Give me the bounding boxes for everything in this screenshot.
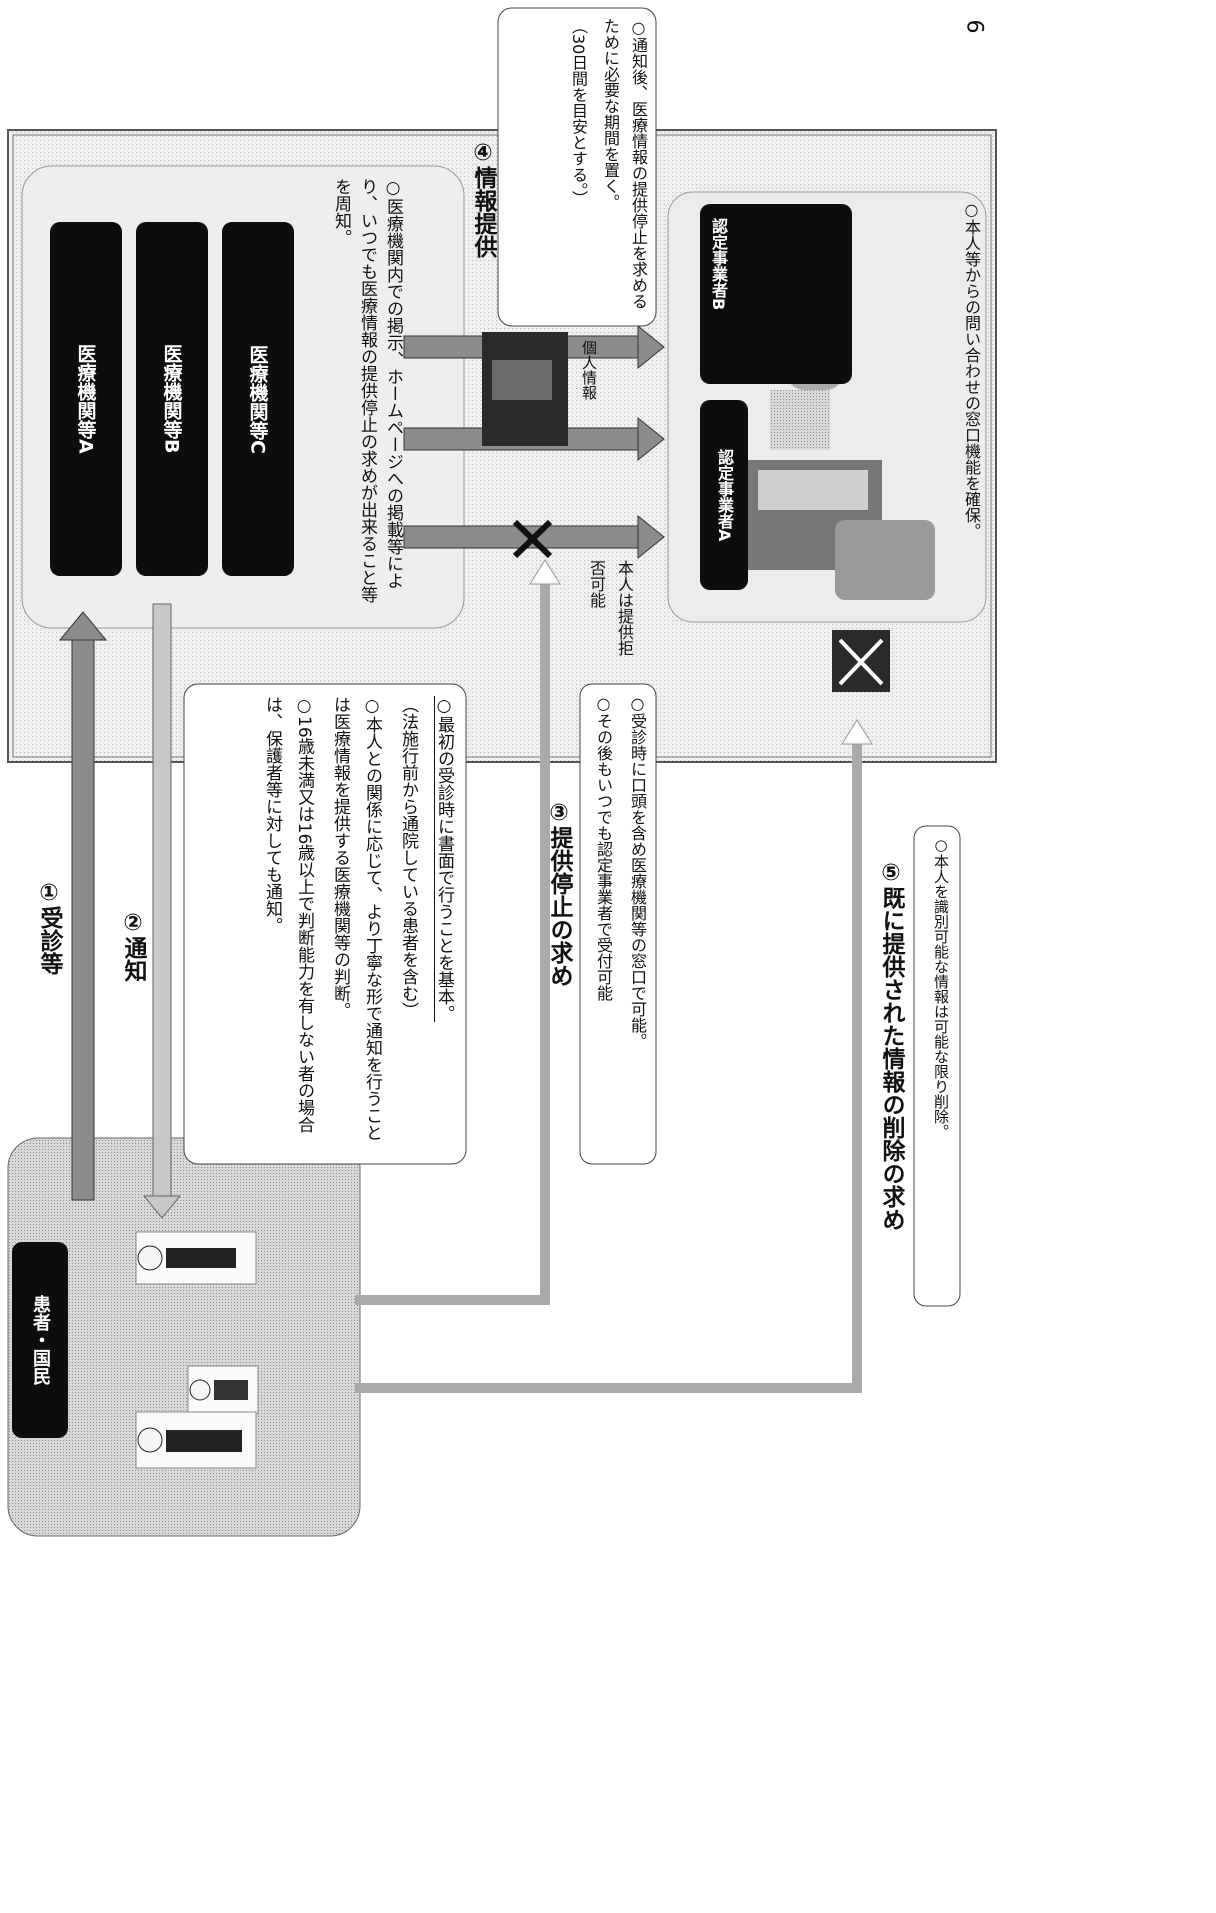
step5-note-box (913, 825, 961, 1307)
step4-items: ○通知後、医療情報の提供停止を求めるために必要な期間を置く。 （30日間を目安と… (506, 18, 652, 324)
arrow-visit-head (58, 611, 108, 641)
step5-item: ○本人を識別可能な情報は可能な限り削除。 (932, 836, 950, 1139)
page-number: 6 (961, 19, 987, 34)
step4-item: ○通知後、医療情報の提供停止を求めるために必要な期間を置く。 (601, 18, 648, 309)
operator-b: 認定事業者B (700, 204, 852, 384)
institution-c: 医療機関等C (222, 222, 294, 576)
operator-note: ○本人等からの問い合わせの窓口機能を確保。 (962, 200, 981, 539)
refuse-label: 本人は提供拒否可能 (587, 560, 634, 656)
step4-note-box (497, 7, 657, 327)
step2-title: ②通知 (120, 910, 146, 982)
step2-note-box (183, 683, 467, 1165)
step2-items: ○最初の受診時に書面で行うことを基本。 （法施行前から通院している患者を含む） … (192, 696, 460, 1156)
arrow-notify-head (142, 1195, 182, 1219)
step5-items: ○本人を識別可能な情報は可能な限り削除。 (922, 836, 956, 1296)
arrow-delete-request (355, 742, 862, 1393)
arrow-stop-request (355, 582, 550, 1305)
step3-note-box (579, 683, 657, 1165)
patient-label: 患者・国民 (12, 1242, 68, 1438)
step1-title: ①受診等 (36, 880, 62, 975)
step5-title: ⑤既に提供された情報の削除の求め (878, 860, 904, 1231)
diagram-canvas: 6 医療機関等A 医療機関等B 医療機関等C ○医療機関内での掲示、ホームページ… (7, 7, 997, 1537)
institution-a: 医療機関等A (50, 222, 122, 576)
people-illustration (135, 1231, 259, 1469)
step2-item: ○16歳未満又は16歳以上で判断能力を有しない者の場合は、保護者等に対しても通知… (262, 696, 314, 1134)
personal-info-label: 個人情報 (580, 340, 598, 400)
step3-title: ③提供停止の求め (546, 800, 572, 987)
arrow-visit-shaft (71, 639, 95, 1201)
step4-title: ④情報提供 (470, 140, 496, 258)
step2-item: （法施行前から通院している患者を含む） (398, 696, 418, 1019)
step2-item: ○本人との関係に応じて、より丁寧な形で通知を行うことは医療情報を提供する医療機関… (330, 696, 382, 1141)
step2-item: ○最初の受診時に書面で行うことを基本。 (434, 696, 454, 1022)
institution-note: ○医療機関内での掲示、ホームページへの掲載等により、いつでも医療情報の提供停止の… (331, 178, 403, 603)
step3-item: ○受診時に口頭を含め医療機関等の窓口で可能。 (628, 694, 647, 1049)
operator-a: 認定事業者A (700, 400, 748, 590)
institution-b: 医療機関等B (136, 222, 208, 576)
step3-item: ○その後もいつでも認定事業者で受付可能 (594, 694, 613, 1001)
step3-items: ○受診時に口頭を含め医療機関等の窓口で可能。 ○その後もいつでも認定事業者で受付… (588, 694, 652, 1154)
arrow-notify-shaft (152, 603, 172, 1197)
step4-item: （30日間を目安とする。） (569, 18, 588, 207)
refuse-x-mark (512, 519, 553, 559)
operator-b-label: 認定事業者B (709, 218, 728, 311)
